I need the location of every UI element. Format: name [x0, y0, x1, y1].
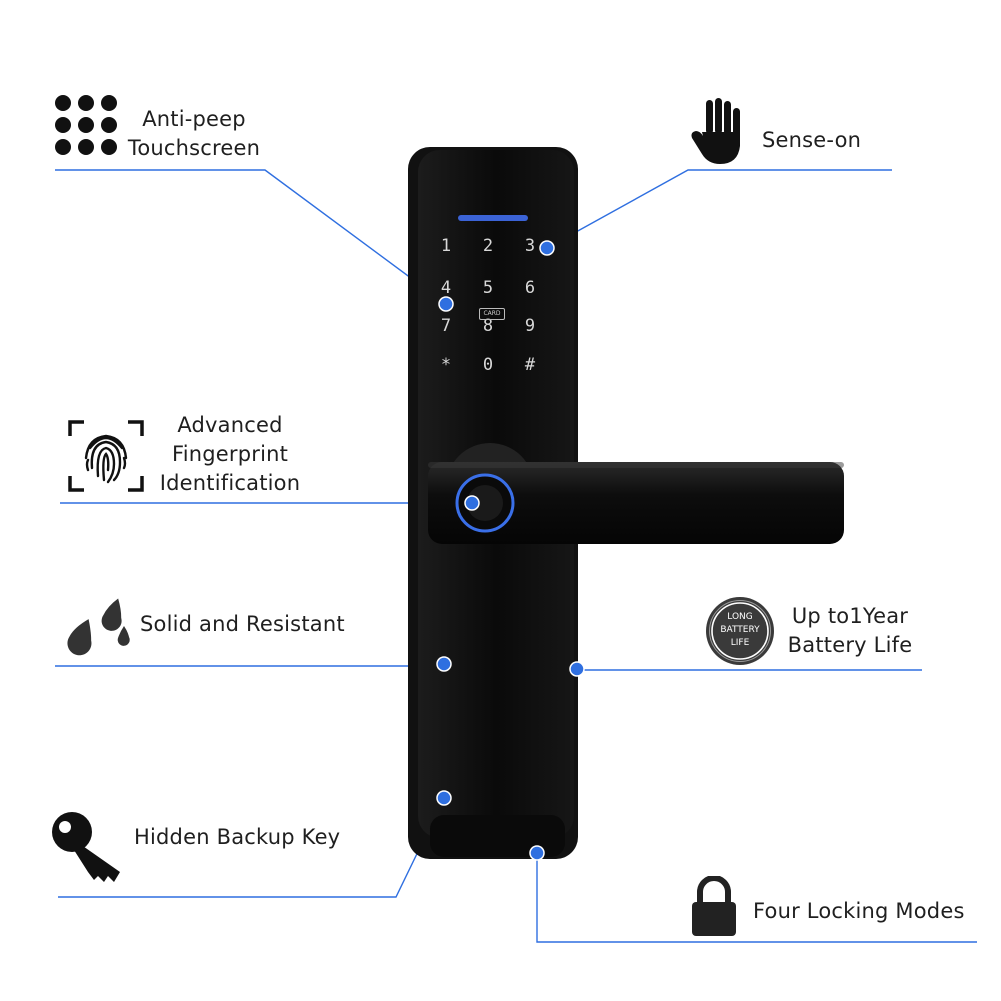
fingerprint-line2: Fingerprint	[171, 442, 289, 466]
badge-line-2: BATTERY	[720, 625, 760, 635]
callout-dot-keypad	[438, 296, 454, 312]
keypad-key[interactable]: 9	[524, 316, 536, 336]
fingerprint-label: Advanced Fingerprint Identification	[150, 411, 310, 498]
keypad-dots-icon	[55, 95, 117, 155]
solid-resistant-label: Solid and Resistant	[140, 612, 345, 636]
long-battery-life-badge-icon	[706, 597, 774, 665]
keypad-key[interactable]: 2	[482, 236, 494, 256]
keypad-key[interactable]: 5	[482, 278, 494, 298]
card-reader-label: CARD	[479, 308, 505, 320]
badge-line-3: LIFE	[730, 638, 750, 648]
keypad-key[interactable]: #	[524, 355, 536, 375]
anti-peep-line1: Anti-peep	[142, 107, 246, 131]
fingerprint-line3: Identification	[159, 471, 301, 495]
callout-dot-key	[436, 790, 452, 806]
callout-dot-modes	[529, 845, 545, 861]
callout-dot-sensor	[539, 240, 555, 256]
battery-line1: Up to1Year	[791, 604, 909, 628]
keypad-key[interactable]: 7	[440, 316, 452, 336]
backup-key-label: Hidden Backup Key	[134, 825, 341, 849]
battery-line2: Battery Life	[787, 633, 913, 657]
sense-on-label: Sense-on	[762, 128, 862, 152]
callout-dot-fingerprint	[464, 495, 480, 511]
callout-dot-battery	[569, 661, 585, 677]
badge-line-1: LONG	[727, 612, 753, 622]
battery-badge-text: LONG BATTERY LIFE	[705, 611, 775, 650]
keypad-key[interactable]: 6	[524, 278, 536, 298]
led-bar	[458, 215, 528, 221]
keypad-key[interactable]: 4	[440, 278, 452, 298]
key-icon	[52, 812, 120, 882]
fingerprint-icon	[68, 420, 144, 492]
battery-life-label: Up to1Year Battery Life	[784, 602, 916, 660]
lever-handle	[428, 462, 844, 544]
anti-peep-line2: Touchscreen	[127, 136, 261, 160]
padlock-icon	[692, 876, 736, 936]
keypad-key[interactable]: 3	[524, 236, 536, 256]
hand-icon	[691, 98, 740, 164]
water-drops-icon	[67, 598, 130, 656]
fingerprint-line1: Advanced	[177, 413, 283, 437]
anti-peep-touchscreen-label: Anti-peep Touchscreen	[118, 105, 270, 163]
keypad-key[interactable]: 0	[482, 355, 494, 375]
keypad-key[interactable]: 1	[440, 236, 452, 256]
callout-dot-body	[436, 656, 452, 672]
locking-modes-label: Four Locking Modes	[753, 899, 965, 923]
keypad-key[interactable]: 8	[482, 316, 494, 336]
keypad-key[interactable]: *	[440, 355, 452, 375]
